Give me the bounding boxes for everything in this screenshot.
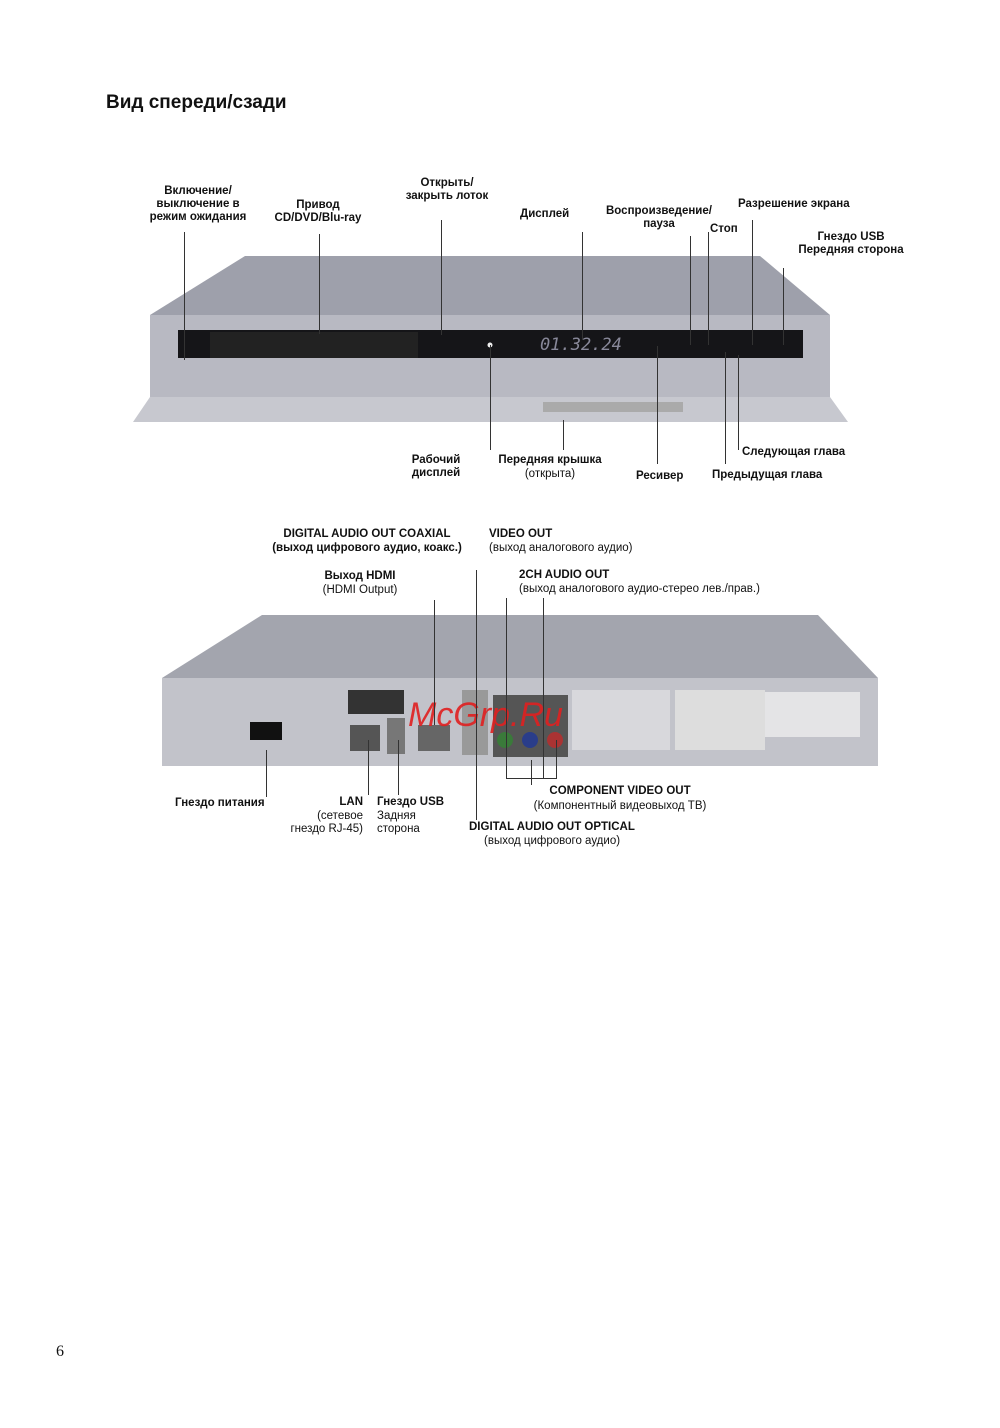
- label-usb-rear-sub: Задняя сторона: [377, 810, 420, 835]
- label-component-sub: (Компонентный видеовыход ТВ): [533, 800, 707, 812]
- label-2ch-audio-sub: (выход аналогового аудио-стерео лев./пра…: [519, 583, 760, 595]
- label-video-out-sub: (выход аналогового аудио): [489, 542, 633, 554]
- label-receiver: Ресивер: [636, 470, 684, 482]
- front-display-readout: 01.32.24: [540, 335, 622, 355]
- label-resolution: Разрешение экрана: [738, 198, 850, 210]
- rear-panel-illustration: [162, 615, 878, 766]
- page-title: Вид спереди/сзади: [106, 92, 287, 113]
- label-display: Дисплей: [520, 208, 570, 220]
- label-usb-front: Гнездо USB Передняя сторона: [798, 231, 904, 256]
- page-number: 6: [56, 1343, 64, 1360]
- label-next-chapter: Следующая глава: [742, 446, 846, 458]
- label-component: COMPONENT VIDEO OUT: [549, 785, 691, 797]
- watermark: McGrp.Ru: [408, 696, 563, 734]
- label-power: Включение/ выключение в режим ожидания: [149, 185, 247, 223]
- label-drive: Привод CD/DVD/Blu-ray: [274, 199, 362, 224]
- label-usb-rear: Гнездо USB: [377, 796, 445, 808]
- label-front-cover-sub: (открыта): [524, 468, 576, 480]
- label-2ch-audio: 2CH AUDIO OUT: [519, 569, 610, 581]
- label-work-display: Рабочий дисплей: [411, 454, 461, 479]
- label-hdmi-sub: (HDMI Output): [322, 584, 398, 596]
- label-open-close: Открыть/ закрыть лоток: [405, 177, 489, 202]
- label-power-socket: Гнездо питания: [175, 797, 265, 809]
- label-hdmi: Выход HDMI: [324, 570, 396, 582]
- label-stop: Стоп: [710, 223, 738, 235]
- label-optical-sub: (выход цифрового аудио): [484, 835, 621, 847]
- label-lan: LAN: [339, 796, 363, 808]
- label-play-pause: Воспроизведение/ пауза: [606, 205, 712, 230]
- label-prev-chapter: Предыдущая глава: [712, 469, 823, 481]
- label-front-cover: Передняя крышка: [498, 454, 602, 466]
- label-lan-sub: (сетевое гнездо RJ-45): [290, 810, 363, 835]
- label-video-out: VIDEO OUT: [489, 528, 553, 540]
- label-coaxial: DIGITAL AUDIO OUT COAXIAL: [283, 528, 451, 540]
- label-optical: DIGITAL AUDIO OUT OPTICAL: [469, 821, 635, 833]
- label-coaxial-sub: (выход цифрового аудио, коакс.): [272, 542, 462, 554]
